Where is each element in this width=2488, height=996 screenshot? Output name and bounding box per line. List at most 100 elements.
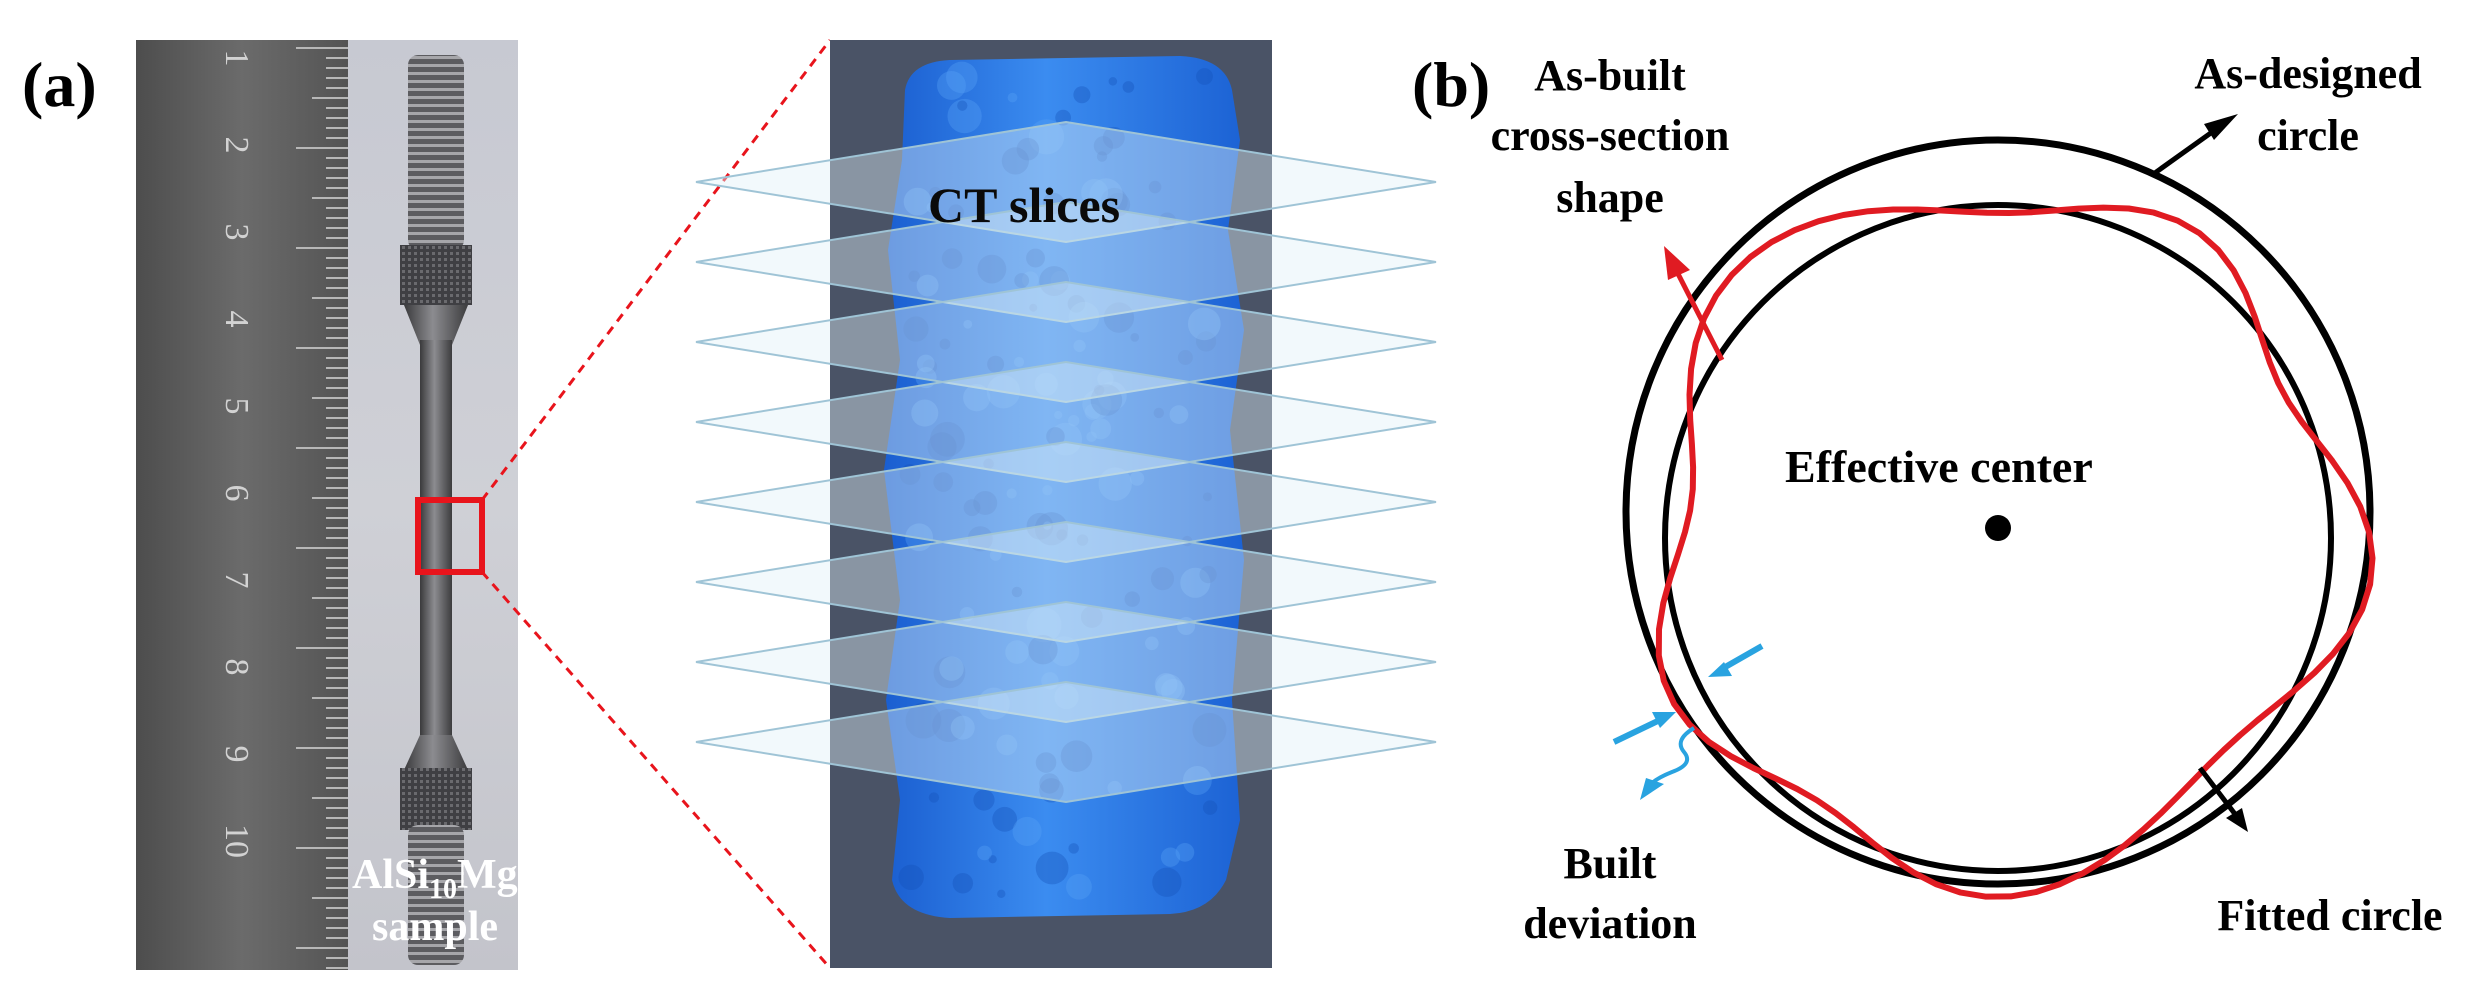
ct-texture-blob xyxy=(1006,488,1017,499)
ct-texture-blob xyxy=(916,274,939,297)
ct-texture-blob xyxy=(1196,68,1213,85)
ct-texture-blob xyxy=(973,789,995,811)
sample-label-line1: AlSi10Mg xyxy=(352,852,518,905)
ct-texture-blob xyxy=(926,202,938,213)
as-built-arrow-line xyxy=(1669,260,1725,362)
upper-shoulder xyxy=(400,245,472,305)
ct-texture-blob xyxy=(988,855,997,864)
ct-texture-blob xyxy=(1007,92,1018,103)
ct-texture-blob xyxy=(1199,565,1217,584)
lower-fillet xyxy=(404,735,468,770)
ct-texture-blob xyxy=(1093,384,1105,396)
as-built-shape xyxy=(1655,204,2376,900)
ct-texture-blob xyxy=(1202,800,1218,815)
ct-texture-blob xyxy=(1001,147,1030,175)
as-built-label-line2: cross-section xyxy=(1491,111,1730,160)
ct-texture-blob xyxy=(1169,405,1189,424)
as-built-label-line1: As-built xyxy=(1534,51,1686,100)
ct-texture-blob xyxy=(1028,119,1065,155)
ct-texture-blob xyxy=(903,187,932,216)
built-deviation-annotation: Built deviation xyxy=(1523,643,1764,948)
ct-texture-blob xyxy=(939,656,964,681)
ct-texture-blob xyxy=(987,355,1005,373)
ct-texture-blob xyxy=(1124,591,1141,607)
ct-texture-blob xyxy=(1153,407,1165,419)
ruler-number: 2 xyxy=(218,137,255,154)
ct-texture-blob xyxy=(1161,678,1185,703)
ct-texture-blob xyxy=(1026,248,1045,268)
ct-texture-blob xyxy=(1039,773,1060,794)
ct-texture-blob xyxy=(989,549,1002,561)
ct-texture-blob xyxy=(1068,843,1079,854)
ruler-number: 8 xyxy=(218,659,255,676)
ct-texture-blob xyxy=(922,359,938,374)
ct-texture-blob xyxy=(1090,384,1123,416)
ct-texture-blob xyxy=(1046,427,1065,446)
ct-reconstruction: CT slices xyxy=(695,40,1437,968)
ct-texture-blob xyxy=(1026,607,1062,643)
as-built-annotation: As-built cross-section shape xyxy=(1491,51,1730,362)
ct-texture-blob xyxy=(963,384,991,412)
ct-texture-blob xyxy=(1016,137,1040,161)
ct-texture-blob xyxy=(1177,350,1193,365)
ct-texture-blob xyxy=(1081,179,1109,207)
as-designed-annotation: As-designed circle xyxy=(2150,49,2422,178)
ct-texture-blob xyxy=(1086,431,1097,442)
ct-texture-blob xyxy=(1195,331,1217,352)
built-deviation-label-line2: deviation xyxy=(1523,899,1697,948)
ruler-number: 7 xyxy=(218,572,255,589)
ct-texture-blob xyxy=(963,499,981,517)
ct-texture-blob xyxy=(1073,339,1086,353)
as-designed-label-line2: circle xyxy=(2257,111,2359,160)
steel-ruler xyxy=(136,40,348,970)
ct-texture-blob xyxy=(1130,332,1140,342)
ruler-number: 1 xyxy=(218,50,255,67)
fitted-circle-label: Fitted circle xyxy=(2217,891,2442,940)
ct-texture-blob xyxy=(1076,534,1089,546)
ct-texture-blob xyxy=(928,792,940,803)
upper-fillet xyxy=(404,305,468,345)
ct-texture-blob xyxy=(1068,414,1080,427)
ct-texture-blob xyxy=(1082,389,1112,420)
ruler-number: 9 xyxy=(218,746,255,763)
ct-texture-blob xyxy=(1097,370,1114,388)
ct-texture-blob xyxy=(908,270,920,282)
ruler-number: 3 xyxy=(218,224,255,241)
effective-center-dot xyxy=(1985,515,2011,541)
zoom-line-top xyxy=(480,39,832,501)
ruler-number: 6 xyxy=(218,485,255,502)
ct-texture-blob xyxy=(1089,178,1123,212)
ct-texture-blob xyxy=(905,702,942,739)
ct-texture-blob xyxy=(1054,684,1079,710)
ct-texture-blob xyxy=(1035,752,1057,773)
ct-texture-blob xyxy=(947,98,982,134)
ct-texture-blob xyxy=(1056,529,1068,541)
ct-texture-blob xyxy=(899,464,921,485)
ct-texture-blob xyxy=(1012,816,1042,846)
ct-texture-blob xyxy=(1039,266,1070,297)
lower-thread xyxy=(408,825,464,965)
ct-texture-blob xyxy=(916,354,935,373)
ct-texture-blob xyxy=(1049,422,1083,456)
ruler-number: 10 xyxy=(218,824,255,858)
ct-texture-blob xyxy=(1148,180,1162,194)
ct-texture-blob xyxy=(1192,712,1227,747)
ct-texture-blob xyxy=(1155,674,1183,702)
ct-texture-blob xyxy=(1084,403,1101,420)
ct-texture-blob xyxy=(1068,301,1100,333)
ct-texture-blob xyxy=(1011,586,1023,598)
sample-label-line2: sample xyxy=(372,904,498,950)
deviation-arrow-right-head xyxy=(1708,662,1732,677)
ct-texture-blob xyxy=(1080,606,1103,628)
fitted-arrow-head xyxy=(2226,808,2248,832)
ct-texture-blob xyxy=(1096,151,1108,162)
ct-texture-blob xyxy=(927,432,957,462)
ct-texture-blob xyxy=(1107,780,1122,796)
ruler-number: 4 xyxy=(218,311,255,328)
as-designed-label-line1: As-designed xyxy=(2194,49,2421,98)
ct-texture-blob xyxy=(1122,81,1135,93)
ct-slice-plane xyxy=(695,680,1437,804)
